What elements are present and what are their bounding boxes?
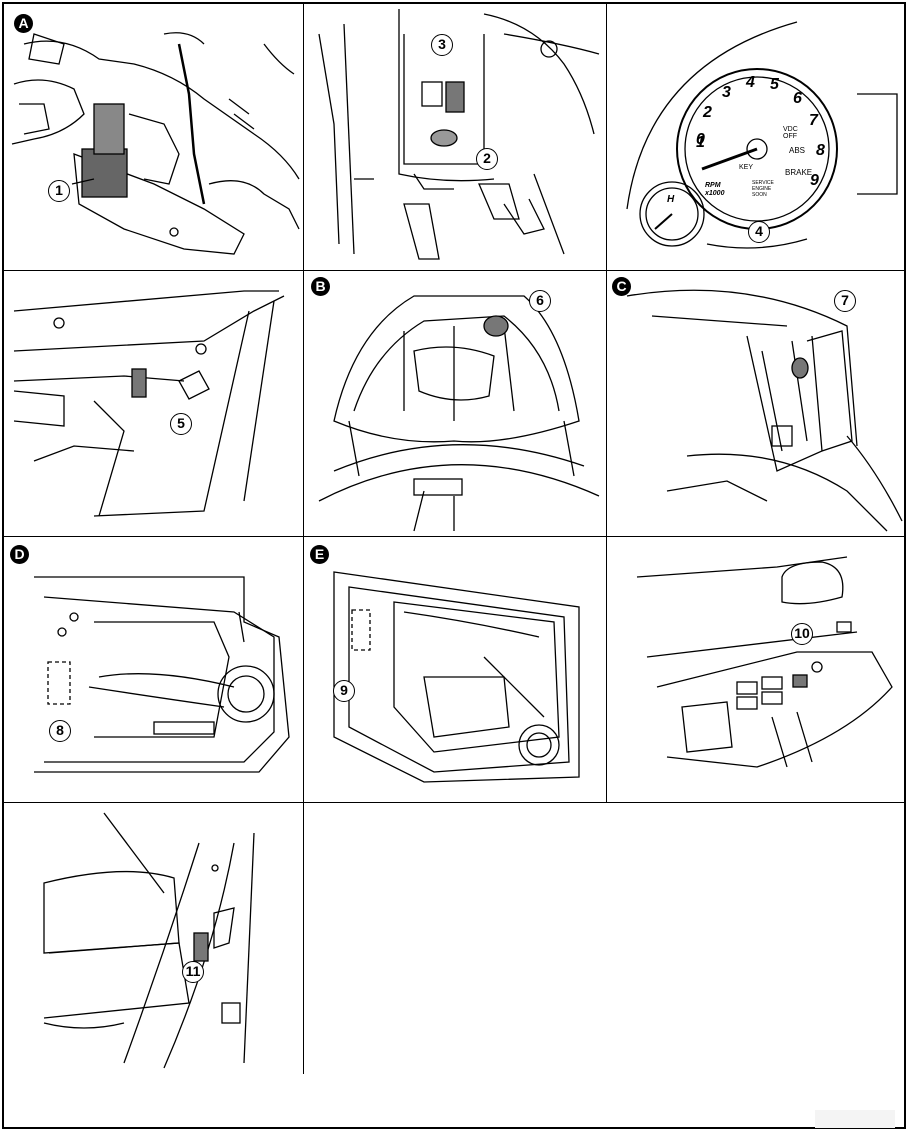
panel-b: B 6 [304,271,606,536]
panel-letter-a: A [14,14,33,33]
callout-10: 10 [791,623,813,645]
gauge-number: 9 [810,172,819,189]
panel-console-drawing [318,9,600,260]
callout-7: 7 [834,290,856,312]
panel-dash: 5 [4,271,303,536]
gauge-number: 6 [793,90,802,107]
panel-d: D 8 [4,537,303,802]
panel-d-drawing [34,576,290,773]
rpm-label: RPM [705,182,721,189]
gauge-number: 1 [696,134,705,151]
panel-dash-drawing [13,290,285,517]
vdc-off-label: VDC OFF [783,126,798,140]
gauge-number: 8 [816,142,825,159]
grid-line [303,802,304,1074]
gauge-number: 4 [746,74,755,91]
callout-6: 6 [529,290,551,312]
gauge-number: 7 [809,112,818,129]
panel-seat: 11 [4,803,303,1073]
panel-letter-b: B [311,277,330,296]
panel-a: A 1 [4,4,303,270]
grid-line [606,4,607,802]
panel-letter-c: C [612,277,631,296]
panel-letter-e: E [310,545,329,564]
callout-9: 9 [333,680,355,702]
panel-b-drawing [318,295,600,532]
grid-line [4,536,906,537]
gauge-number: 5 [770,76,779,93]
panel-window: 10 [607,537,906,802]
panel-letter-d: D [10,545,29,564]
panel-meter: 0 1 2 3 4 5 6 7 8 9 RPM x1000 ABS BRAKE … [607,4,906,270]
panel-seat-drawing [43,812,255,1069]
code-box [815,1110,895,1128]
callout-8: 8 [49,720,71,742]
key-label: KEY [739,164,754,171]
grid-line [303,4,304,802]
callout-1: 1 [48,180,70,202]
rpm-unit-label: x1000 [705,190,725,197]
callout-5: 5 [170,413,192,435]
panel-e: E 9 [304,537,606,802]
abs-label: ABS [789,146,806,155]
panel-window-drawing [636,556,893,768]
panel-console: 3 2 [304,4,606,270]
grid-line [4,802,906,803]
temp-h-label: H [667,194,675,205]
callout-11: 11 [182,961,204,983]
gauge-number: 2 [703,104,712,121]
brake-label: BRAKE [785,168,813,177]
grid-line [4,270,906,271]
panel-c: C 7 [607,271,906,536]
callout-4: 4 [748,221,770,243]
service-engine-soon-label: SERVICE ENGINE SOON [752,180,774,198]
panel-e-drawing [333,571,580,783]
callout-2: 2 [476,148,498,170]
gauge-number: 3 [722,84,731,101]
gauge-number: 0 [696,131,705,148]
panel-a-drawing [11,32,300,255]
panel-c-drawing [626,289,903,532]
callout-3: 3 [431,34,453,56]
